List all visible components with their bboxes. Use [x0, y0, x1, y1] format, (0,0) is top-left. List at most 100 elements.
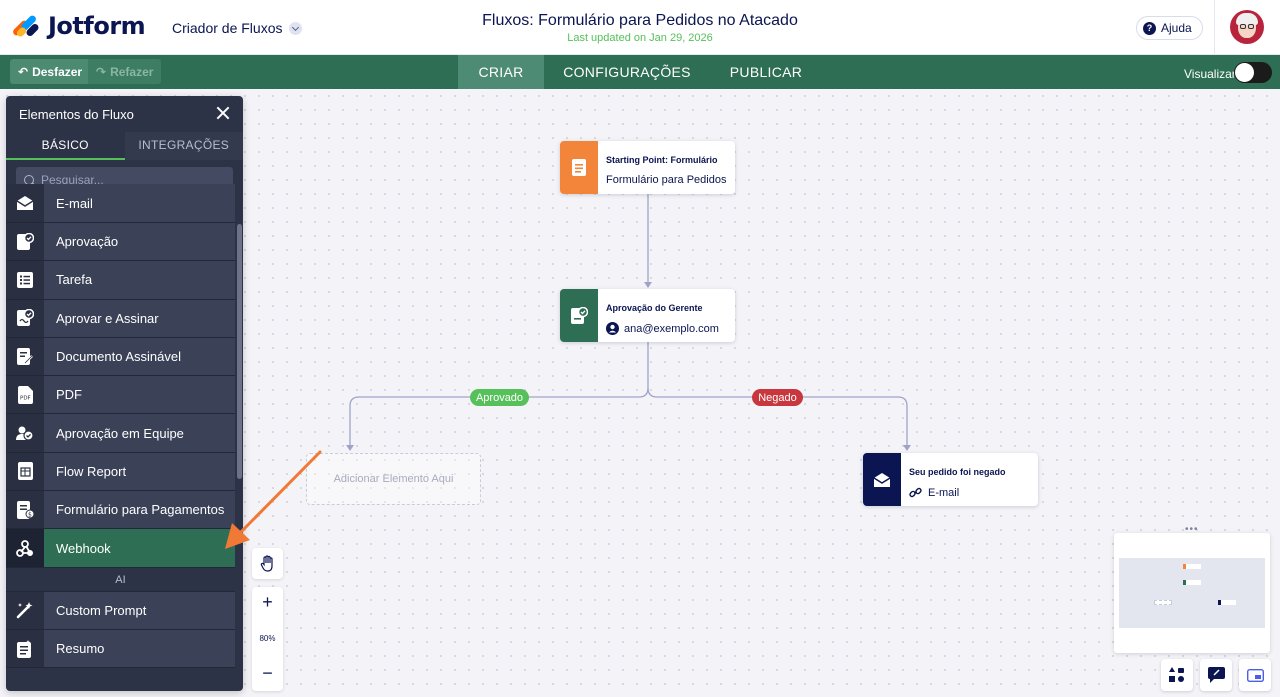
tab-configuracoes[interactable]: CONFIGURAÇÕES	[563, 64, 691, 80]
approval-assignee: ana@exemplo.com	[624, 322, 719, 335]
redo-icon: ↷	[96, 64, 107, 79]
sidebar-item-label: Documento Assinável	[44, 337, 235, 376]
search-input[interactable]	[41, 172, 221, 187]
panel-header: Elementos do Fluxo	[6, 96, 243, 132]
tab-publicar[interactable]: PUBLICAR	[729, 64, 803, 80]
title-block: Fluxos: Formulário para Pedidos no Ataca…	[340, 12, 940, 44]
avatar-hair	[1236, 13, 1258, 25]
zoom-in-button[interactable]: +	[262, 592, 273, 612]
sidebar-item-label: Resumo	[44, 629, 235, 668]
help-icon: ?	[1143, 21, 1156, 35]
sidebar-item-task[interactable]: Tarefa	[6, 261, 235, 300]
comments-button[interactable]	[1200, 659, 1232, 691]
avatar-glasses-right	[1248, 24, 1254, 29]
panel-title: Elementos do Fluxo	[19, 106, 134, 122]
preview-label: Visualizar	[1184, 67, 1236, 81]
minimap-start-node	[1183, 564, 1186, 569]
flow-report-icon	[6, 452, 44, 491]
approval-icon	[6, 223, 44, 261]
builder-toolbar: ↶ Desfazer ↷ Refazer CRIAR CONFIGURAÇÕES…	[0, 55, 1280, 89]
start-node[interactable]: Starting Point: Formulário Formulário pa…	[560, 141, 735, 194]
zoom-out-button[interactable]: −	[262, 663, 273, 683]
sidebar-item-label: Flow Report	[44, 452, 235, 491]
last-updated-text: Last updated on Jan 29, 2026	[567, 32, 713, 44]
webhook-icon	[6, 529, 44, 567]
magic-wand-icon	[6, 591, 44, 629]
redo-label: Refazer	[110, 64, 154, 79]
user-icon	[606, 322, 619, 335]
add-elements-button[interactable]	[1161, 659, 1193, 691]
builder-dropdown[interactable]: Criador de Fluxos	[172, 20, 302, 36]
email-node[interactable]: Seu pedido foi negado E-mail	[863, 453, 1038, 506]
minimap-email-node	[1218, 600, 1221, 605]
ai-section-header: AI	[6, 567, 235, 592]
sidebar-item-team-approval[interactable]: Aprovação em Equipe	[6, 414, 235, 453]
sidebar-item-approval[interactable]: Aprovação	[6, 223, 235, 262]
tab-integracoes[interactable]: INTEGRAÇÕES	[138, 138, 230, 152]
sidebar-item-approve-sign[interactable]: Aprovar e Assinar	[6, 299, 235, 338]
svg-text:PDF: PDF	[20, 395, 31, 401]
hand-icon	[260, 555, 273, 572]
sidebar-item-summary[interactable]: Resumo	[6, 629, 235, 669]
minimap-icon	[1246, 668, 1264, 682]
minimap-toggle-button[interactable]	[1239, 659, 1271, 691]
zoom-level: 80%	[259, 634, 276, 643]
sidebar-item-label: E-mail	[44, 184, 235, 222]
help-button[interactable]: ? Ajuda	[1136, 16, 1203, 40]
jotform-logo[interactable]: Jotform	[11, 12, 146, 40]
panel-scrollbar[interactable]	[237, 224, 242, 479]
sidebar-item-label: Webhook	[44, 529, 235, 567]
avatar[interactable]	[1230, 10, 1264, 44]
minimap-start-body	[1186, 564, 1201, 569]
email-icon	[863, 453, 901, 506]
chevron-down-icon	[288, 21, 302, 35]
minimap[interactable]	[1114, 533, 1270, 653]
sidebar-item-email[interactable]: E-mail	[6, 184, 235, 223]
shapes-icon	[1169, 667, 1184, 682]
approved-badge[interactable]: Aprovado	[470, 389, 529, 406]
pdf-icon: PDF	[6, 376, 44, 414]
comment-edit-icon	[1207, 667, 1225, 683]
minimap-approval-body	[1186, 580, 1201, 585]
email-node-subtitle: E-mail	[928, 486, 960, 499]
sidebar-item-label: Aprovação em Equipe	[44, 414, 235, 452]
minimap-viewport	[1119, 558, 1265, 628]
minimap-approval-node	[1183, 580, 1186, 585]
element-list: E-mail Aprovação Tarefa Aprovar e Assina…	[6, 184, 235, 669]
sidebar-item-pdf[interactable]: PDF PDF	[6, 376, 235, 415]
tab-criar[interactable]: CRIAR	[458, 55, 544, 89]
builder-label: Criador de Fluxos	[172, 20, 283, 36]
sidebar-item-label: Aprovação	[44, 223, 235, 261]
undo-button[interactable]: ↶ Desfazer	[10, 59, 91, 84]
pan-hand-button[interactable]	[252, 548, 283, 579]
denied-badge[interactable]: Negado	[752, 389, 803, 406]
logo-text: Jotform	[48, 12, 146, 40]
sidebar-item-payment-form[interactable]: $ Formulário para Pagamentos	[6, 491, 235, 530]
preview-toggle[interactable]	[1234, 62, 1272, 83]
help-label: Ajuda	[1161, 21, 1192, 35]
start-node-title: Starting Point: Formulário	[606, 155, 718, 165]
summary-icon	[6, 629, 44, 668]
sidebar-item-custom-prompt[interactable]: Custom Prompt	[6, 591, 235, 630]
sidebar-item-label: PDF	[44, 376, 235, 414]
add-element-placeholder[interactable]: Adicionar Elemento Aqui	[306, 453, 481, 505]
app-header: Jotform Criador de Fluxos Fluxos: Formul…	[0, 0, 1280, 55]
sidebar-item-label: Formulário para Pagamentos	[44, 491, 235, 529]
sidebar-item-sign-document[interactable]: Documento Assinável	[6, 337, 235, 377]
form-icon	[560, 141, 598, 194]
link-icon	[909, 487, 922, 498]
tab-basico[interactable]: BÁSICO	[6, 132, 125, 160]
payment-form-icon: $	[6, 491, 44, 529]
sidebar-item-webhook[interactable]: Webhook	[6, 529, 235, 568]
header-divider	[1214, 0, 1215, 55]
svg-text:$: $	[28, 511, 32, 518]
minimap-handle-icon[interactable]: •••	[1185, 524, 1199, 535]
approval-node[interactable]: Aprovação do Gerente ana@exemplo.com	[560, 289, 735, 342]
approval-node-title: Aprovação do Gerente	[606, 303, 703, 313]
approval-icon	[560, 289, 598, 342]
undo-label: Desfazer	[32, 64, 83, 79]
redo-button[interactable]: ↷ Refazer	[88, 59, 162, 84]
minimap-placeholder	[1154, 600, 1172, 605]
sidebar-item-flow-report[interactable]: Flow Report	[6, 452, 235, 492]
